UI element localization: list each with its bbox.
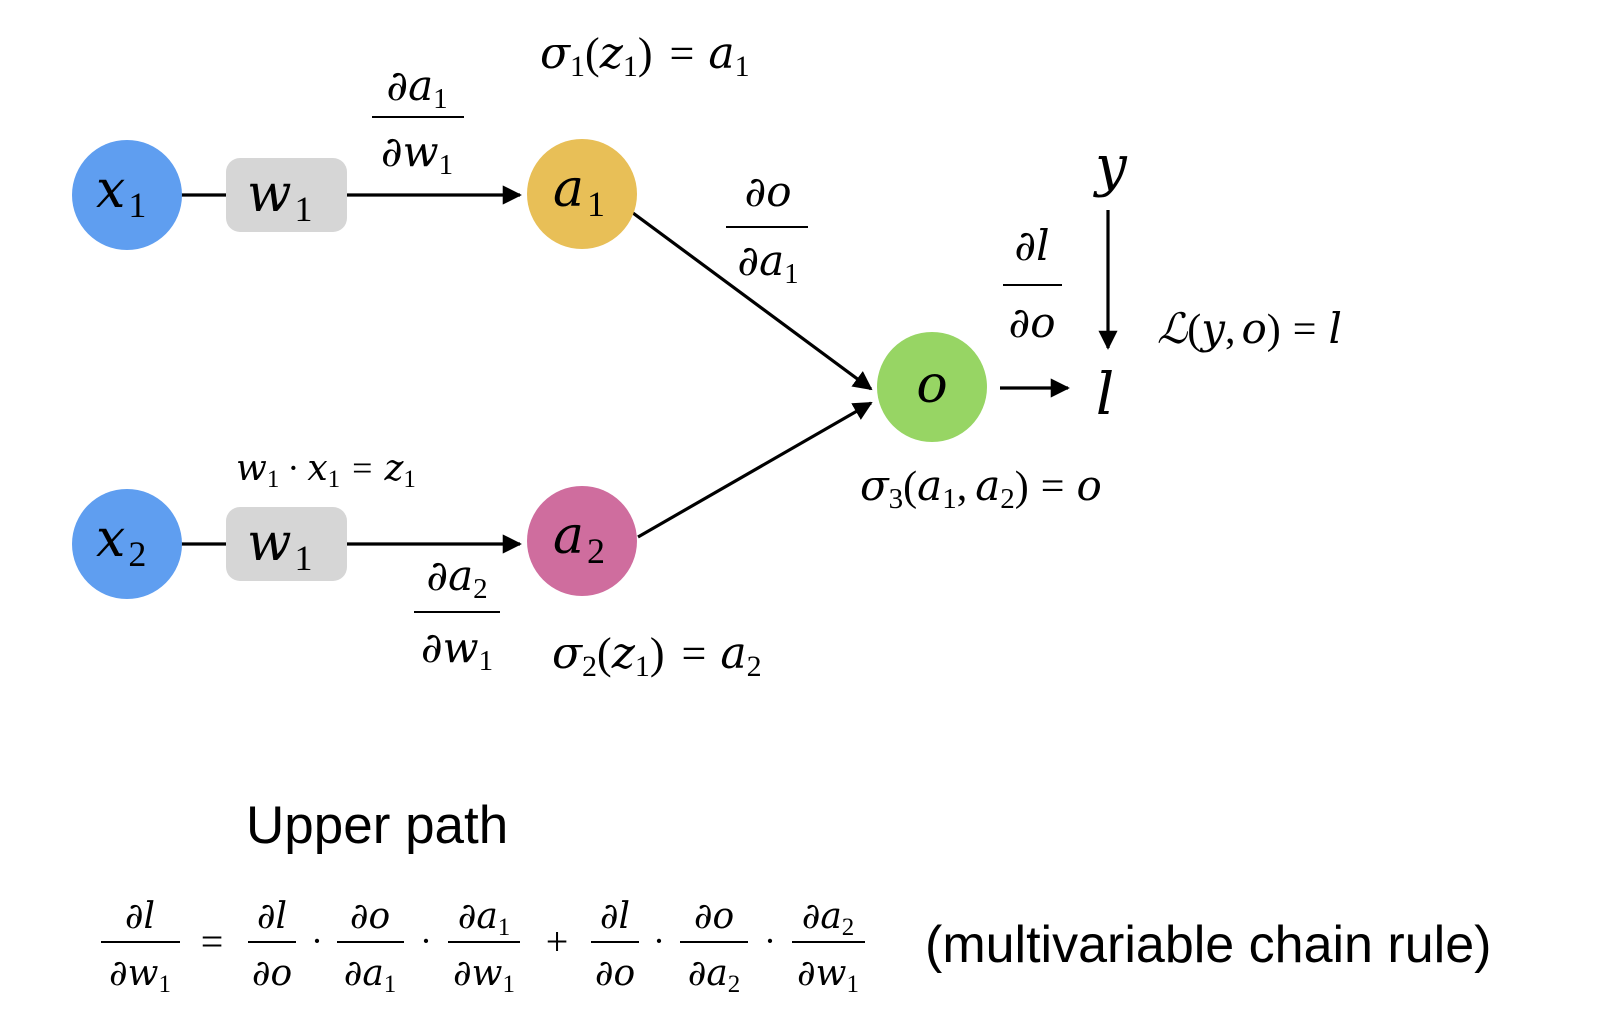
weight-box-w1-bottom [226, 507, 347, 581]
plus-operator: + [546, 919, 569, 964]
chain-term-6: ∂a2 ∂w1 [792, 896, 865, 998]
chain-rule-caption: (multivariable chain rule) [925, 916, 1491, 974]
equation-sigma1: σ1(z1) =a1 [540, 28, 750, 83]
fraction-numerator: ∂o [350, 896, 390, 937]
fraction-denominator: ∂a1 [737, 236, 798, 290]
fraction-denominator: ∂o [595, 953, 635, 994]
node-o-circle [877, 332, 987, 442]
fraction-denominator: ∂w1 [381, 127, 453, 181]
node-a2-label: a2 [553, 506, 605, 571]
node-x2-label: x2 [96, 509, 146, 574]
fraction-numerator: ∂o [694, 896, 734, 937]
fraction-denominator: ∂w1 [421, 623, 493, 677]
node-x2: x2 [72, 489, 182, 599]
chain-term-3: ∂a1 ∂w1 [448, 896, 520, 998]
fraction-denominator: ∂a1 [344, 953, 397, 998]
dot-operator: · [653, 921, 665, 961]
chain-term-4: ∂l ∂o [591, 896, 639, 994]
weight-box-w1-top [226, 158, 347, 232]
equation-sigma2: σ2(z1) =a2 [552, 628, 762, 683]
equation-sigma3: σ3(a1,a2)=o [860, 461, 1102, 515]
equation-linear: w1·x1=z1 [236, 448, 416, 493]
fraction-da2-dw1: ∂a2 ∂w1 [414, 551, 500, 677]
node-a1: a1 [527, 139, 637, 249]
fraction-numerator: ∂l [257, 896, 287, 937]
fraction-numerator: ∂a1 [386, 61, 447, 115]
edge-a1-o [632, 211, 873, 391]
node-w1-bottom-label: w1 [247, 513, 313, 578]
chain-term-2: ∂o ∂a1 [337, 896, 404, 998]
node-w1-top: w1 [226, 158, 347, 232]
chain-lhs-fraction: ∂l ∂w1 [101, 896, 180, 998]
dot-operator: · [311, 921, 323, 961]
fraction-do-da1: ∂o ∂a1 [726, 167, 808, 290]
section-title: Upper path [246, 796, 508, 855]
fraction-numerator: ∂a2 [426, 551, 487, 605]
fraction-denominator: ∂w1 [453, 953, 515, 998]
equation-loss: ℒ(y,o)=l [1157, 304, 1342, 353]
equals-sign: = [201, 919, 224, 964]
node-x1-circle [72, 140, 182, 250]
fraction-numerator: ∂a1 [458, 896, 511, 941]
node-x1-label: x1 [96, 160, 146, 225]
node-a1-circle [527, 139, 637, 249]
fraction-numerator: ∂a2 [802, 896, 855, 941]
target-y-label: y [1092, 134, 1128, 199]
fraction-numerator: ∂o [744, 167, 791, 216]
fraction-denominator: ∂w1 [797, 953, 859, 998]
fraction-dl-do: ∂l ∂o [1003, 221, 1062, 347]
edge-a2-o [637, 401, 873, 539]
node-a1-label: a1 [553, 159, 605, 224]
node-x2-circle [72, 489, 182, 599]
fraction-numerator: ∂l [600, 896, 630, 937]
fraction-numerator: ∂l [1014, 221, 1049, 270]
node-o: o [877, 332, 987, 442]
node-a2: a2 [527, 486, 637, 596]
fraction-numerator: ∂l [125, 896, 155, 937]
node-o-label: o [916, 355, 947, 415]
chain-rule-formula: ∂l ∂w1 = ∂l ∂o · ∂o ∂a1 · ∂a1 ∂w1 + ∂l ∂… [101, 896, 1491, 998]
node-a2-circle [527, 486, 637, 596]
fraction-da1-dw1: ∂a1 ∂w1 [372, 61, 464, 181]
node-w1-top-label: w1 [247, 164, 313, 229]
fraction-denominator: ∂a2 [688, 953, 741, 998]
node-x1: x1 [72, 140, 182, 250]
dot-operator: · [764, 921, 776, 961]
dot-operator: · [420, 921, 432, 961]
node-w1-bottom: w1 [226, 507, 347, 581]
chain-term-1: ∂l ∂o [248, 896, 296, 994]
fraction-denominator: ∂w1 [109, 953, 171, 998]
loss-l-label: l [1096, 360, 1115, 428]
fraction-denominator: ∂o [1008, 298, 1055, 347]
chain-term-5: ∂o ∂a2 [680, 896, 748, 998]
fraction-denominator: ∂o [252, 953, 292, 994]
